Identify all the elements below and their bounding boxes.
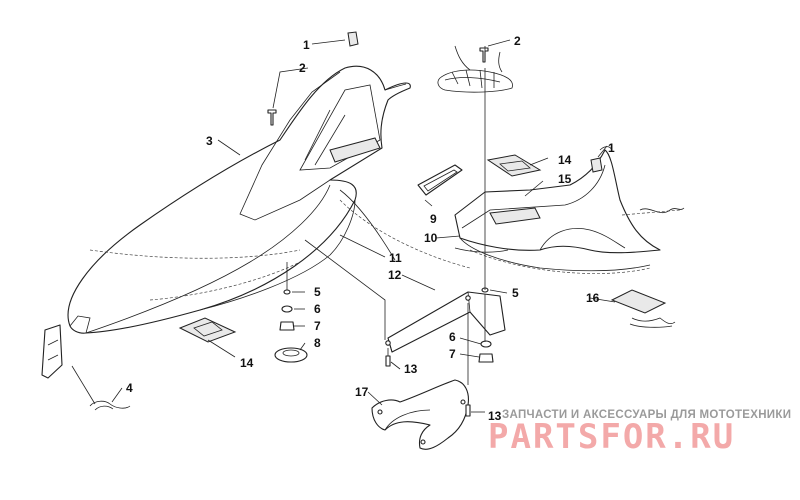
- callout-7b: 7: [449, 347, 456, 361]
- washer-5a: [283, 289, 291, 295]
- washer-6a: [281, 305, 293, 313]
- callout-16: 16: [586, 291, 600, 305]
- callout-13b: 13: [488, 409, 502, 423]
- callout-7a: 7: [314, 319, 321, 333]
- callout-6a: 6: [314, 302, 321, 316]
- callout-2a: 2: [299, 61, 306, 75]
- seat-foam: [437, 45, 513, 93]
- callout-17: 17: [355, 385, 369, 399]
- screw-2a: [267, 109, 277, 126]
- watermark-brand: PARTSFOR.RU: [488, 417, 735, 457]
- callout-8: 8: [314, 336, 321, 350]
- callout-10: 10: [424, 231, 438, 245]
- callout-2b: 2: [514, 34, 521, 48]
- watermark-tagline: ЗАПЧАСТИ И АКСЕССУАРЫ ДЛЯ МОТОТЕХНИКИ: [502, 409, 791, 421]
- callout-9: 9: [430, 212, 437, 226]
- leader-lines: [71, 39, 616, 413]
- rear-section: [454, 146, 685, 274]
- callout-4: 4: [126, 381, 133, 395]
- callout-5a: 5: [314, 285, 321, 299]
- watermark: ЗАПЧАСТИ И АКСЕССУАРЫ ДЛЯ МОТОТЕХНИКИ PA…: [488, 409, 791, 457]
- gasket-9: [417, 164, 463, 196]
- callout-1a: 1: [303, 38, 310, 52]
- callout-13a: 13: [404, 362, 418, 376]
- small-parts: [41, 31, 676, 417]
- lower-shield: [371, 379, 469, 450]
- washer-6b: [480, 340, 492, 348]
- screw-2b: [479, 47, 489, 63]
- bracket: [385, 291, 506, 385]
- pad-16: [610, 289, 667, 314]
- callout-3: 3: [206, 134, 213, 148]
- callout-6b: 6: [449, 330, 456, 344]
- nut-7a: [279, 321, 295, 331]
- callout-12: 12: [388, 268, 402, 282]
- callout-14b: 14: [240, 356, 254, 370]
- callout-15: 15: [558, 172, 572, 186]
- grommet-8: [274, 347, 308, 363]
- pin-13b: [465, 404, 471, 417]
- callout-1b: 1: [608, 141, 615, 155]
- pad-14a: [486, 154, 542, 177]
- pad-14b: [178, 317, 237, 343]
- callout-11: 11: [389, 251, 402, 265]
- hood-assembly: [67, 65, 411, 334]
- badge-1a: [347, 31, 359, 47]
- pin-13a: [385, 355, 391, 367]
- badge-1b: [590, 157, 603, 173]
- callout-5b: 5: [512, 286, 519, 300]
- belly-pan: [304, 189, 471, 340]
- callout-14a: 14: [558, 153, 572, 167]
- clip-4: [89, 400, 131, 409]
- nut-7b: [478, 353, 494, 363]
- callout-labels: 1 2 3 2 14 1 15 9 10 11 12 5 6 7 8 5 16 …: [126, 34, 615, 423]
